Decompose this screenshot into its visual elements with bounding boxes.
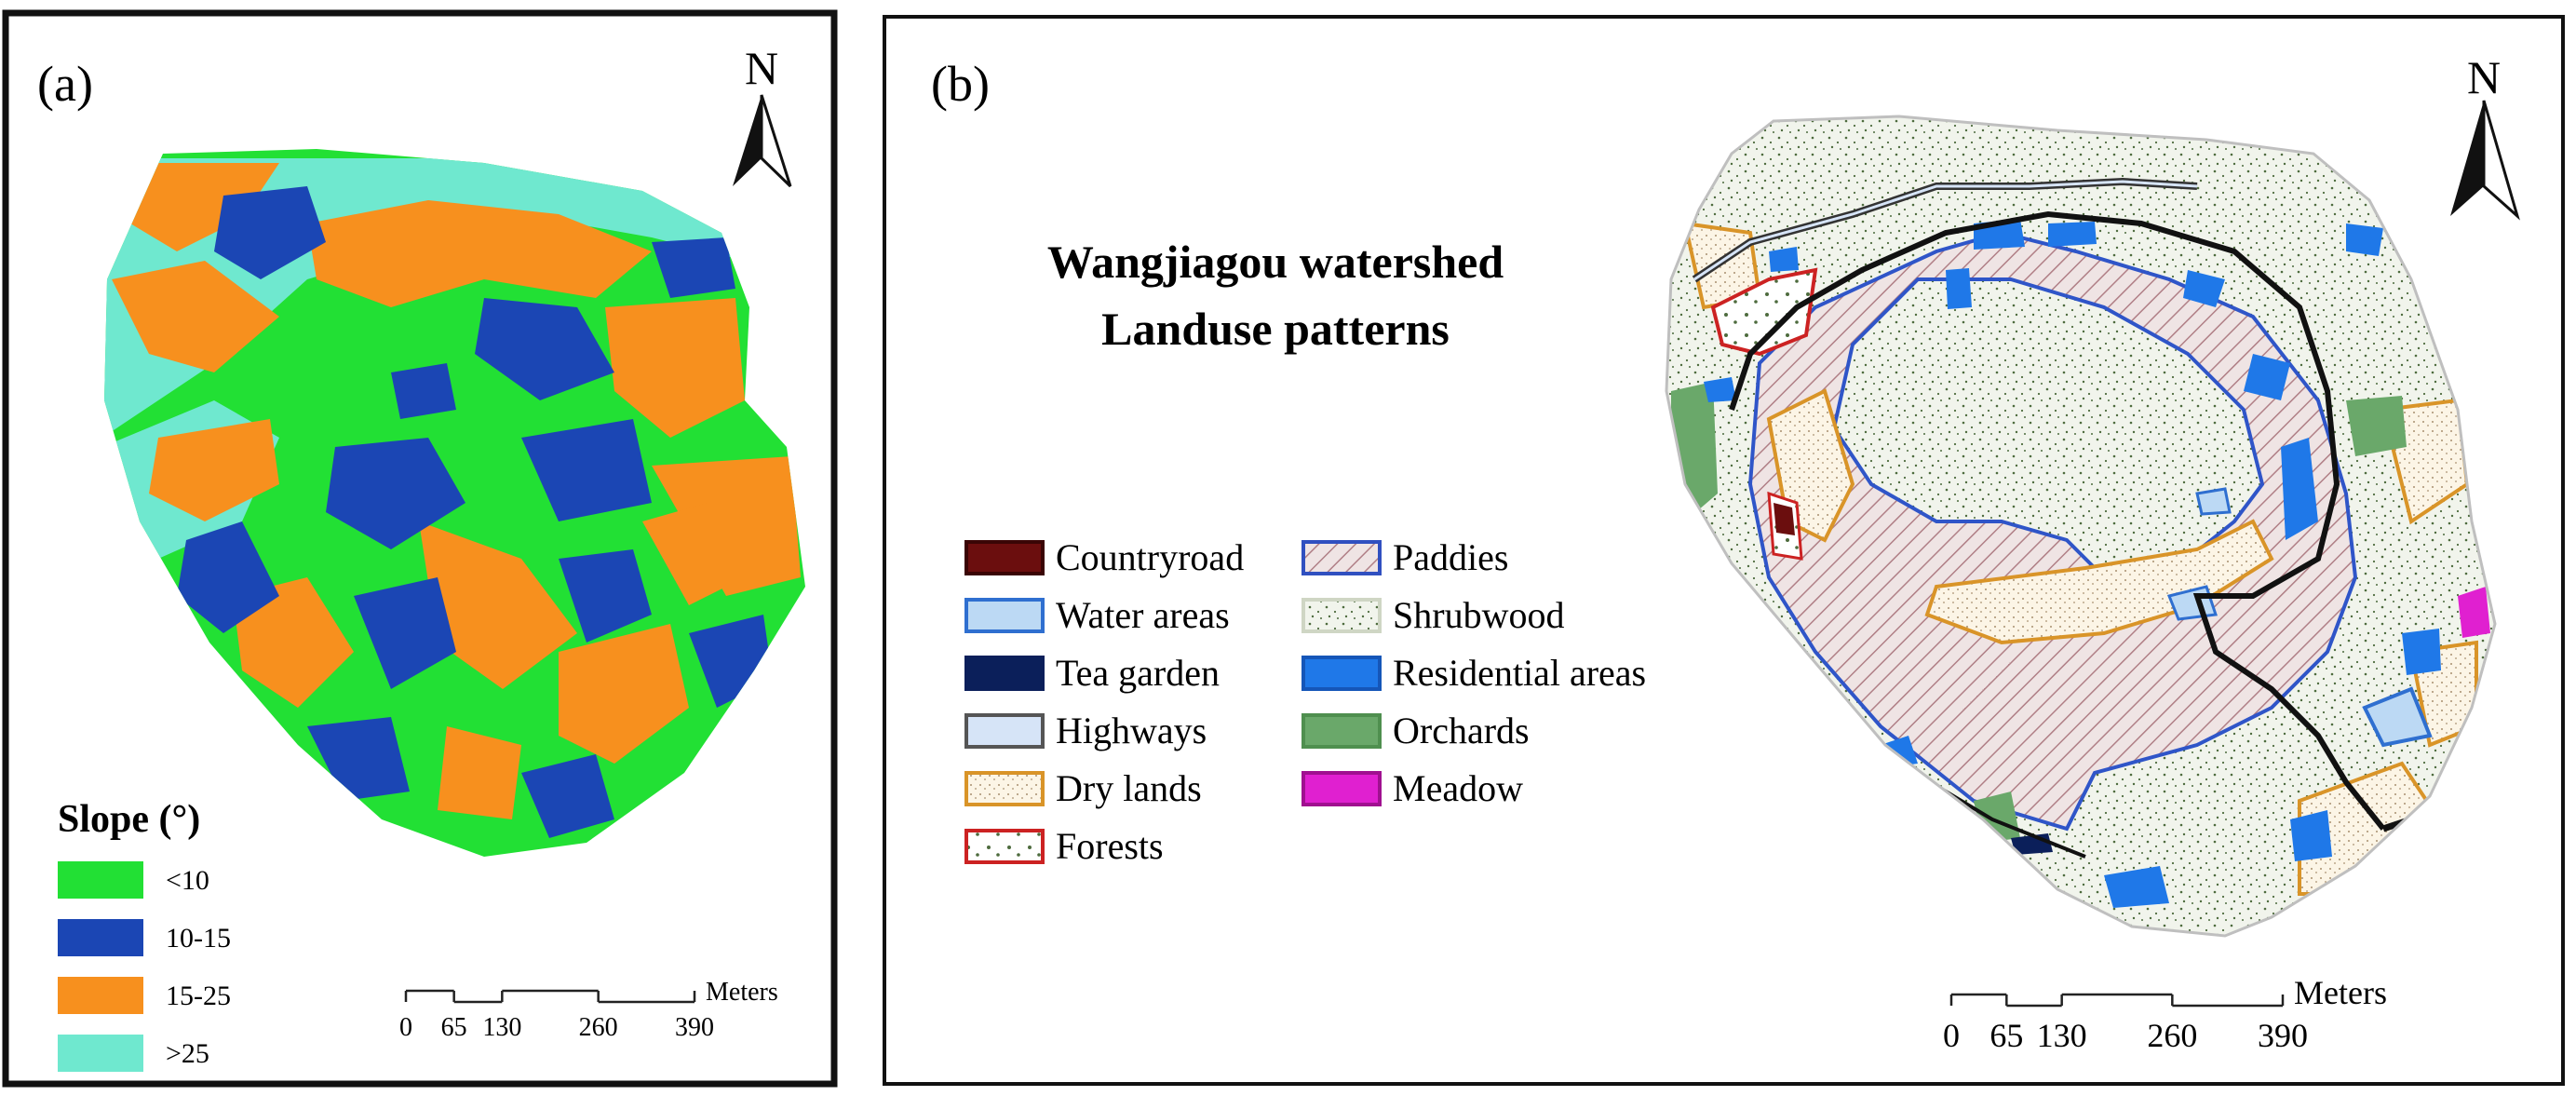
legend-title: Slope (°) bbox=[58, 798, 200, 841]
legend-swatch bbox=[1301, 540, 1382, 575]
landuse-legend-item: Dry lands bbox=[964, 767, 1202, 809]
legend-swatch bbox=[1301, 656, 1382, 691]
slope-legend-item: <10 bbox=[58, 861, 209, 899]
scale-bar-a: 0 65 130 260 390 Meters bbox=[399, 978, 778, 1042]
legend-label: 15-25 bbox=[166, 981, 231, 1011]
slope-legend-item: 15-25 bbox=[58, 977, 231, 1014]
legend-label: Water areas bbox=[1056, 594, 1230, 636]
landuse-legend-item: Meadow bbox=[1301, 767, 1523, 809]
legend-swatch bbox=[964, 713, 1045, 749]
legend-label: Orchards bbox=[1393, 710, 1530, 751]
scale-unit: Meters bbox=[2294, 974, 2387, 1011]
legend-swatch bbox=[1301, 771, 1382, 806]
legend-swatch bbox=[964, 771, 1045, 806]
landuse-map bbox=[1665, 115, 2497, 938]
panel-a-label: (a) bbox=[37, 56, 93, 112]
slope-legend-item: 10-15 bbox=[58, 919, 231, 956]
legend-label: Forests bbox=[1056, 825, 1164, 867]
scale-tick-label: 130 bbox=[2037, 1017, 2087, 1054]
slope-legend: Slope (°) <10 10-15 15-25 >25 bbox=[58, 798, 231, 1072]
north-label: N bbox=[745, 42, 778, 94]
scale-tick-label: 0 bbox=[399, 1013, 412, 1042]
landuse-legend-item: Paddies bbox=[1301, 536, 1508, 578]
slope-legend-item: >25 bbox=[58, 1035, 209, 1072]
scale-tick-label: 65 bbox=[441, 1013, 467, 1042]
map-title-line1: Wangjiagou watershed bbox=[1047, 236, 1504, 288]
north-arrow-icon bbox=[733, 95, 762, 186]
legend-swatch bbox=[964, 540, 1045, 575]
slope-map bbox=[104, 149, 805, 857]
landuse-legend-item: Shrubwood bbox=[1301, 594, 1564, 636]
legend-swatch bbox=[58, 1035, 143, 1072]
legend-swatch bbox=[1301, 713, 1382, 749]
scale-tick-label: 0 bbox=[1943, 1017, 1960, 1054]
legend-label: Paddies bbox=[1393, 536, 1508, 578]
scale-tick-label: 260 bbox=[579, 1013, 618, 1042]
north-arrow-icon bbox=[2450, 101, 2484, 216]
scale-tick-label: 65 bbox=[1989, 1017, 2023, 1054]
legend-swatch bbox=[58, 977, 143, 1014]
legend-swatch bbox=[58, 919, 143, 956]
panel-b-label: (b) bbox=[931, 56, 990, 112]
north-arrow-a: N bbox=[733, 42, 792, 188]
scale-tick-label: 390 bbox=[675, 1013, 714, 1042]
legend-label: Tea garden bbox=[1056, 652, 1220, 694]
scale-tick-label: 130 bbox=[482, 1013, 521, 1042]
legend-swatch bbox=[964, 598, 1045, 633]
landuse-legend-item: Forests bbox=[964, 825, 1164, 867]
landuse-legend-item: Countryroad bbox=[964, 536, 1244, 578]
legend-swatch bbox=[1301, 598, 1382, 633]
landuse-legend-item: Orchards bbox=[1301, 710, 1530, 751]
landuse-legend-item: Water areas bbox=[964, 594, 1230, 636]
panel-b: (b) N Wangjiagou watershed Landuse patte… bbox=[883, 15, 2565, 1086]
legend-label: Dry lands bbox=[1056, 767, 1202, 809]
panel-a: (a) N bbox=[2, 9, 838, 1088]
north-label: N bbox=[2467, 51, 2501, 103]
landuse-legend-item: Highways bbox=[964, 710, 1207, 751]
legend-label: Meadow bbox=[1393, 767, 1523, 809]
legend-label: 10-15 bbox=[166, 923, 231, 954]
scale-unit: Meters bbox=[706, 978, 778, 1007]
landuse-legend-item: Tea garden bbox=[964, 652, 1220, 694]
legend-label: Shrubwood bbox=[1393, 594, 1564, 636]
legend-label: Countryroad bbox=[1056, 536, 1244, 578]
landuse-legend-item: Residential areas bbox=[1301, 652, 1646, 694]
legend-swatch bbox=[964, 829, 1045, 864]
north-arrow-b: N bbox=[2450, 51, 2520, 221]
legend-swatch bbox=[964, 656, 1045, 691]
legend-label: Highways bbox=[1056, 710, 1207, 751]
scale-tick-label: 390 bbox=[2258, 1017, 2308, 1054]
legend-label: >25 bbox=[166, 1038, 209, 1069]
legend-label: Residential areas bbox=[1393, 652, 1646, 694]
map-title-line2: Landuse patterns bbox=[1101, 303, 1450, 355]
scale-bar-b: 0 65 130 260 390 Meters bbox=[1943, 974, 2387, 1054]
legend-label: <10 bbox=[166, 865, 209, 896]
scale-tick-label: 260 bbox=[2147, 1017, 2197, 1054]
legend-swatch bbox=[58, 861, 143, 899]
